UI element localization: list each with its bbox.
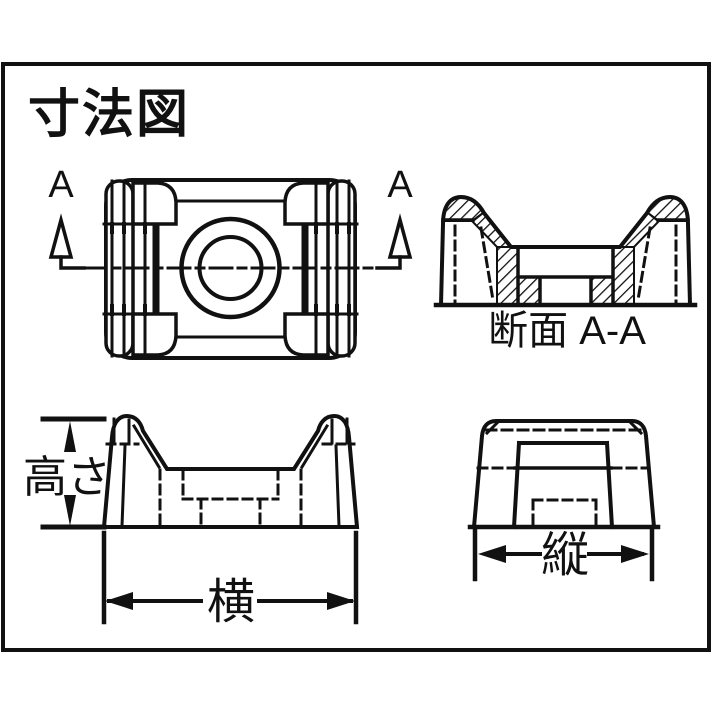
section-label-right: A	[387, 164, 413, 206]
top-view: A A	[48, 164, 413, 360]
tab-top-right	[283, 181, 330, 226]
front-hump-edges	[112, 417, 349, 445]
width-arrow-right-icon	[327, 592, 355, 610]
front-hidden-slot-lines	[158, 468, 303, 528]
depth-arrow-left-icon	[478, 545, 506, 563]
width-label: 横	[207, 576, 255, 629]
drawing-border	[1, 62, 711, 652]
front-outline	[101, 413, 360, 529]
section-hidden-edges	[453, 224, 678, 305]
height-label: 高さ	[23, 453, 111, 502]
depth-arrow-right-icon	[621, 545, 649, 563]
height-dimension: 高さ	[23, 416, 111, 530]
inner-wall-edges	[174, 199, 287, 339]
side-bottom-hidden-rect	[531, 498, 598, 528]
hatch-left-column	[496, 246, 519, 306]
section-label-left: A	[48, 164, 74, 206]
section-arrowhead-left-icon	[48, 213, 74, 259]
section-view: 断面 A-A	[433, 194, 698, 353]
width-arrow-left-icon	[105, 592, 133, 610]
section-arrow-left: A	[48, 164, 86, 270]
hatch-right-ledge	[590, 276, 614, 306]
front-view: 高さ 横	[23, 413, 360, 629]
side-strap-channel	[511, 440, 615, 530]
width-dimension: 横	[101, 530, 359, 629]
section-arrow-left-leader	[59, 255, 86, 270]
depth-label: 縦	[541, 529, 589, 582]
slot-horizontal-edges	[102, 222, 359, 316]
height-extension-ticks	[40, 416, 107, 530]
depth-extension-lines	[472, 528, 655, 582]
height-arrow-up-icon	[64, 421, 76, 452]
height-arrow-down-icon	[64, 495, 76, 526]
side-view: 縦	[467, 419, 661, 582]
drawing-title: 寸法図	[28, 86, 190, 144]
slot-edge-stubs	[110, 222, 351, 316]
hatch-right-column	[612, 246, 635, 306]
width-extension-lines	[101, 530, 359, 625]
hatch-right-cap	[646, 196, 690, 222]
section-channel-edges	[441, 218, 690, 307]
section-caption: 断面 A-A	[488, 309, 646, 353]
side-corner-chamfers	[484, 420, 644, 436]
front-wall-inner-lines	[120, 444, 341, 528]
side-outline	[471, 419, 657, 529]
hatch-left-cap	[441, 196, 485, 222]
section-arrow-right-leader	[375, 255, 402, 270]
hatch-left-ledge	[517, 276, 541, 306]
tab-bottom-right	[283, 312, 330, 357]
front-slope-inner-lines	[131, 423, 330, 470]
depth-dimension: 縦	[472, 528, 655, 582]
section-arrowhead-right-icon	[387, 213, 413, 259]
tab-top-left	[131, 181, 178, 226]
section-arrow-right: A	[375, 164, 413, 270]
tab-bottom-left	[131, 312, 178, 357]
